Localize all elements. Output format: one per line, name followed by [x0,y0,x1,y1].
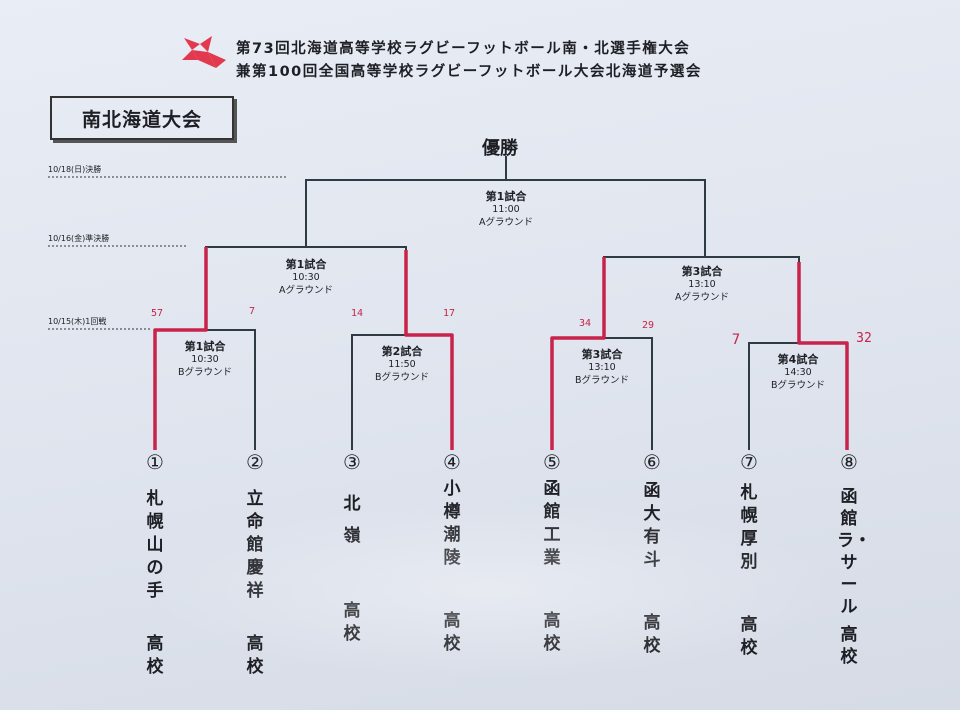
match-r1-m4: 第4試合 14:30 Bグラウンド [771,353,825,392]
seed-1: ① [146,450,164,474]
team-7-suffix: 高校 [740,615,758,658]
score-team-6: 29 [641,320,655,331]
match-semi-right: 第3試合 13:10 Aグラウンド [675,265,729,304]
match-r1-m1-ground: Bグラウンド [177,367,233,378]
team-8: 函館ラ・サール 高校 [837,486,871,668]
winner-path-team-1 [153,247,208,450]
match-semi-right-time: 13:10 [688,279,716,290]
match-semi-right-title: 第3試合 [681,265,723,278]
match-final-title: 第1試合 [485,190,527,203]
tournament-logo-icon [182,36,226,68]
team-7-name: 札幌厚別 [740,483,758,572]
team-1: 札幌山の手 高校 [143,488,167,679]
seed-5: ⑤ [543,450,561,474]
team-2-name: 立命館慶祥 [246,489,264,601]
score-team-2: 7 [248,306,256,317]
team-4: 小樽潮陵 高校 [440,478,464,656]
seed-4: ④ [443,450,461,474]
team-3-suffix: 高校 [343,601,361,644]
match-semi-left-title: 第1試合 [285,258,327,271]
winner-path-team-5 [550,257,606,450]
match-r1-m3-ground: Bグラウンド [574,375,630,386]
winner-path-team-4 [404,250,454,450]
score-team-3: 14 [350,308,364,319]
date-first-round: 10/15(木)1回戦 [48,317,107,326]
score-team-8: 32 [856,331,872,346]
score-team-7: 7 [731,332,741,348]
score-team-4: 17 [442,308,456,319]
match-r1-m2: 第2試合 11:50 Bグラウンド [375,345,429,384]
match-r1-m2-title: 第2試合 [381,345,423,358]
match-r1-m1-time: 10:30 [191,354,219,365]
match-r1-m1-title: 第1試合 [184,340,226,353]
team-8-name: 函館ラ・サール [837,487,871,617]
final-bracket [305,179,706,257]
match-semi-right-ground: Aグラウンド [675,292,729,303]
team-5: 函館工業 高校 [540,478,564,656]
team-8-suffix: 高校 [840,625,858,667]
seed-2: ② [246,450,264,474]
date-semifinal: 10/16(金)準決勝 [48,234,110,243]
match-r1-m3-title: 第3試合 [581,348,623,361]
team-3-name: 北嶺 [343,494,361,546]
team-3: 北嶺 高校 [340,488,364,646]
team-6-name: 函大有斗 [643,481,661,570]
team-1-name: 札幌山の手 [146,489,164,601]
tournament-title: 南北海道大会 [50,96,234,140]
champion-label: 優勝 [482,138,518,159]
match-r1-m3: 第3試合 13:10 Bグラウンド [575,348,629,387]
match-r1-m1: 第1試合 10:30 Bグラウンド [178,340,232,379]
date-final: 10/18(日)決勝 [48,165,102,174]
team-6: 函大有斗 高校 [640,480,664,658]
team-6-suffix: 高校 [643,613,661,656]
seed-8: ⑧ [840,450,858,474]
team-4-name: 小樽潮陵 [443,479,461,568]
match-final: 第1試合 11:00 Aグラウンド [479,190,533,229]
seed-7: ⑦ [740,450,758,474]
score-team-5: 34 [578,318,592,329]
team-4-suffix: 高校 [443,611,461,654]
header-line-2: 兼第100回全国高等学校ラグビーフットボール大会北海道予選会 [236,64,702,80]
match-r1-m2-ground: Bグラウンド [374,372,430,383]
team-5-name: 函館工業 [543,479,561,568]
seed-6: ⑥ [643,450,661,474]
match-r1-m4-time: 14:30 [784,367,812,378]
seed-3: ③ [343,450,361,474]
match-semi-left-time: 10:30 [292,272,320,283]
team-2: 立命館慶祥 高校 [243,488,267,679]
match-semi-left: 第1試合 10:30 Aグラウンド [279,258,333,297]
match-r1-m4-ground: Bグラウンド [770,380,826,391]
match-final-time: 11:00 [492,204,520,215]
team-7: 札幌厚別 高校 [737,482,761,660]
header-line-1: 第73回北海道高等学校ラグビーフットボール南・北選手権大会 [236,41,691,57]
winner-path-team-8 [797,262,849,450]
match-final-ground: Aグラウンド [479,217,533,228]
score-team-1: 57 [150,308,164,319]
match-r1-m4-title: 第4試合 [777,353,819,366]
team-2-suffix: 高校 [246,634,264,677]
match-r1-m3-time: 13:10 [588,362,616,373]
match-r1-m2-time: 11:50 [388,359,416,370]
team-5-suffix: 高校 [543,611,561,654]
match-semi-left-ground: Aグラウンド [279,285,333,296]
team-1-suffix: 高校 [146,634,164,677]
